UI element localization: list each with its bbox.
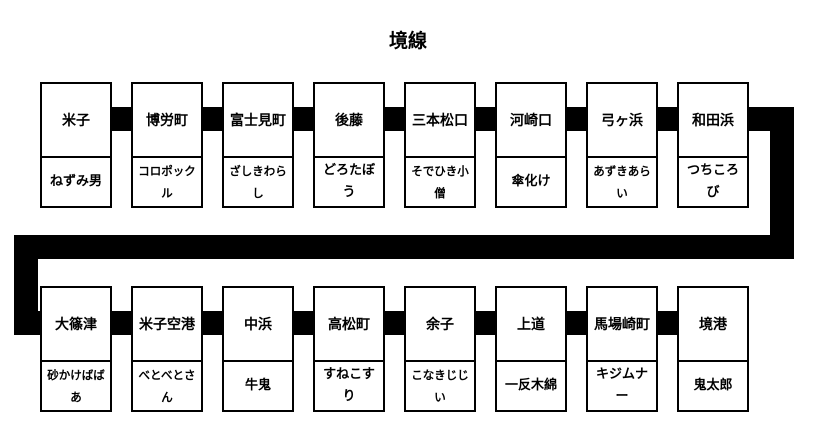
yokai-name: つちころび	[686, 163, 739, 200]
yokai-name: こなきじじい	[411, 368, 469, 404]
station-name: 上道	[497, 288, 565, 362]
station-name: 米子	[42, 84, 110, 158]
station-card: 河崎口傘化け	[495, 82, 567, 208]
station-card: 後藤どろたぼう	[313, 82, 385, 208]
station-card: 高松町すねこすり	[313, 286, 385, 412]
station-name: 高松町	[315, 288, 383, 362]
station-name: 河崎口	[497, 84, 565, 158]
station-name: 弓ヶ浜	[588, 84, 656, 158]
station-card: 上道一反木綿	[495, 286, 567, 412]
station-card: 馬場崎町キジムナー	[586, 286, 658, 412]
yokai-name: コロポックル	[138, 164, 196, 200]
yokai-name: すねこすり	[323, 367, 375, 404]
station-card: 大篠津砂かけばばあ	[40, 286, 112, 412]
station-card: 米子ねずみ男	[40, 82, 112, 208]
station-card: 境港鬼太郎	[677, 286, 749, 412]
station-name: 境港	[679, 288, 747, 362]
yokai-name: どろたぼう	[322, 163, 375, 200]
yokai-name: 一反木綿	[504, 378, 557, 393]
station-card: 富士見町ざしきわらし	[222, 82, 294, 208]
station-card: 米子空港べとべとさん	[131, 286, 203, 412]
station-card: 中浜牛鬼	[222, 286, 294, 412]
yokai-name: あずきあらい	[593, 164, 651, 200]
station-card: 余子こなきじじい	[404, 286, 476, 412]
station-name: 米子空港	[133, 288, 201, 362]
station-name: 馬場崎町	[588, 288, 656, 362]
yokai-name: 鬼太郎	[693, 378, 733, 393]
yokai-name: 傘化け	[511, 174, 551, 189]
station-card: 弓ヶ浜あずきあらい	[586, 82, 658, 208]
route-line-middle	[14, 235, 794, 259]
station-name: 余子	[406, 288, 474, 362]
yokai-name: べとべとさん	[138, 368, 196, 404]
yokai-name: ねずみ男	[49, 174, 102, 189]
yokai-name: そでひき小僧	[411, 164, 469, 200]
route-line-right-bend	[770, 107, 794, 259]
yokai-name: 砂かけばばあ	[47, 368, 105, 404]
station-name: 富士見町	[224, 84, 292, 158]
station-card: 和田浜つちころび	[677, 82, 749, 208]
station-name: 三本松口	[406, 84, 474, 158]
station-name: 中浜	[224, 288, 292, 362]
station-name: 博労町	[133, 84, 201, 158]
yokai-name: キジムナー	[595, 367, 648, 404]
yokai-name: 牛鬼	[244, 378, 271, 393]
diagram-title: 境線	[388, 30, 427, 52]
yokai-name: ざしきわらし	[229, 164, 287, 200]
station-name: 和田浜	[679, 84, 747, 158]
station-name: 大篠津	[42, 288, 110, 362]
station-name: 後藤	[315, 84, 383, 158]
station-card: 博労町コロポックル	[131, 82, 203, 208]
station-card: 三本松口そでひき小僧	[404, 82, 476, 208]
